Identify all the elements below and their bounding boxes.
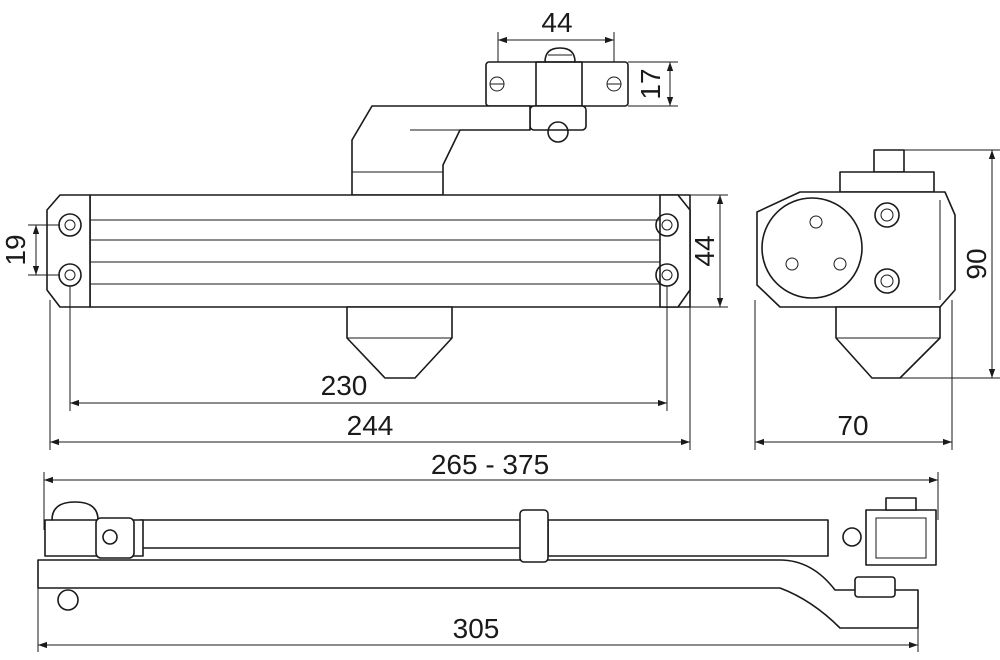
side-view	[756, 149, 956, 379]
body-length-label: 244	[347, 410, 394, 441]
hole-distance-label: 230	[321, 370, 368, 401]
closer-arm	[351, 105, 531, 196]
arm-range-label: 265 - 375	[431, 449, 549, 480]
bracket-width-label: 44	[541, 7, 572, 38]
dimension-lines	[28, 32, 1000, 652]
bracket-height-label: 17	[635, 68, 666, 99]
arm-length-label: 305	[453, 613, 500, 644]
side-depth-label: 70	[837, 410, 868, 441]
side-height-label: 90	[961, 248, 992, 279]
body-height-label: 44	[689, 235, 720, 266]
mounting-bracket	[485, 47, 629, 143]
hole-spacing-label: 19	[0, 234, 31, 265]
closer-body	[46, 194, 691, 379]
arm-assembly	[37, 497, 937, 629]
